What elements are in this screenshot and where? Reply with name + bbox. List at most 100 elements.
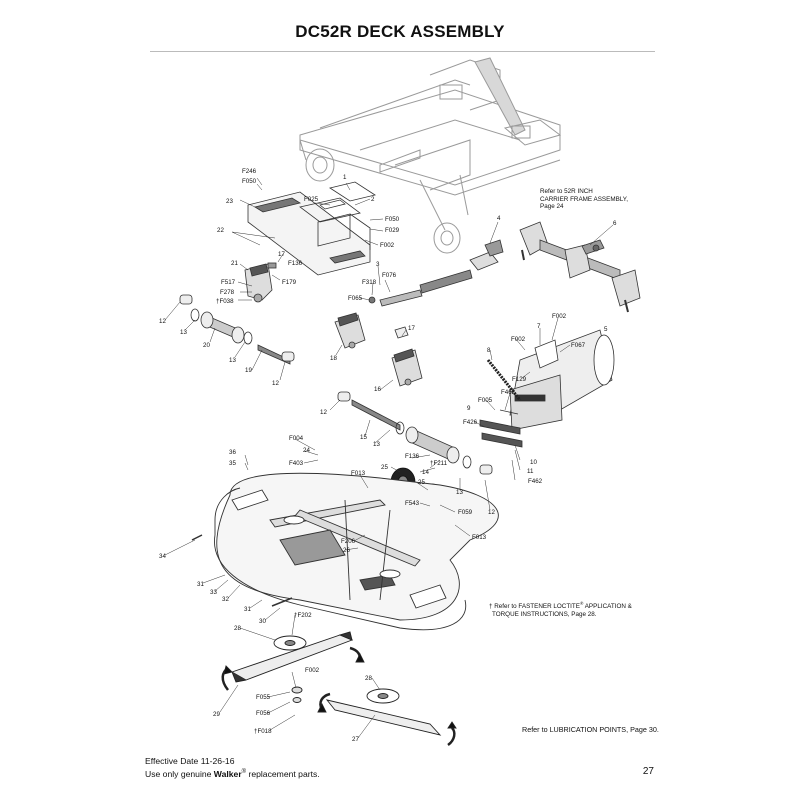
callout-f426: F426	[463, 419, 478, 426]
callout-35: 35	[229, 460, 236, 467]
deck-cover-drawing	[247, 181, 376, 276]
callout-f462: F462	[501, 389, 516, 396]
callout-13-c: 13	[373, 441, 380, 448]
genuine-prefix: Use only genuine	[145, 768, 214, 779]
callout-1: 1	[343, 174, 347, 181]
callout-33: 33	[210, 589, 217, 596]
carrier-ref-line-3: Page 24	[540, 203, 564, 211]
loctite-text-b: APPLICATION &	[583, 603, 632, 611]
callout-13: 13	[180, 329, 187, 336]
callout-f462-b: F462	[528, 478, 543, 485]
brand-name: Walker	[213, 768, 242, 779]
callout-f038: †F038	[216, 298, 234, 305]
page-title: DC52R DECK ASSEMBLY	[295, 22, 505, 41]
callout-f403: F403	[289, 460, 304, 467]
callout-f055: F055	[256, 694, 271, 701]
callout-31: 31	[197, 581, 204, 588]
deck-shell-drawing	[191, 472, 499, 631]
footer: Effective Date 11-26-16 Use only genuine…	[145, 756, 320, 780]
loctite-text-a: † Refer to FASTENER LOCTITE	[489, 603, 580, 611]
loctite-line-1: † Refer to FASTENER LOCTITE® APPLICATION…	[489, 600, 632, 611]
lubrication-reference-note: Refer to LUBRICATION POINTS, Page 30.	[522, 725, 659, 734]
callout-12-d: 12	[488, 509, 495, 516]
callout-29: 29	[213, 711, 220, 718]
callout-12: 12	[159, 318, 166, 325]
callout-f013: F013	[351, 470, 366, 477]
callout-f002-b: F002	[511, 336, 526, 343]
callout-4: 4	[497, 215, 501, 222]
callout-28-b: 28	[365, 675, 372, 682]
callout-25-b: 25	[418, 479, 425, 486]
callout-16: 16	[374, 386, 381, 393]
callout-32: 32	[222, 596, 229, 603]
callout-f002: F002	[380, 242, 395, 249]
callout-labels: F246 F050 1 23 F025 2 F050 F029 22 F002 …	[159, 168, 617, 743]
callout-f065: F065	[348, 295, 363, 302]
carrier-frame-drawing	[299, 57, 562, 254]
callout-14: 14	[422, 469, 429, 476]
carrier-ref-line-1: Refer to 52R INCH	[540, 188, 593, 195]
callout-f029: F029	[385, 227, 400, 234]
callout-34: 34	[159, 553, 166, 560]
callout-f278: F278	[220, 289, 235, 296]
callout-11: 11	[527, 468, 534, 475]
callout-f136-b: F136	[405, 453, 420, 460]
callout-f002-d: F002	[305, 667, 320, 674]
genuine-parts-notice: Use only genuine Walker® replacement par…	[145, 767, 320, 780]
center-gearbox-drawing	[334, 312, 423, 387]
callout-13-b: 13	[229, 357, 236, 364]
callout-21: 21	[231, 260, 238, 267]
carrier-ref-line-2: CARRIER FRAME ASSEMBLY,	[540, 195, 628, 203]
callout-f004: F004	[289, 435, 304, 442]
callout-f050: F050	[242, 178, 257, 185]
callout-17: 17	[278, 251, 285, 258]
callout-30: 30	[259, 618, 266, 625]
callout-3: 3	[376, 261, 380, 268]
callout-f136: F136	[288, 260, 303, 267]
callout-13-d: 13	[456, 489, 463, 496]
callout-f050-b: F050	[385, 216, 400, 223]
loctite-line-2: TORQUE INSTRUCTIONS, Page 28.	[492, 610, 597, 618]
callout-27: 27	[352, 736, 359, 743]
callout-f018: †F018	[254, 728, 272, 735]
right-gearbox-drawing	[519, 221, 641, 313]
callout-f076: F076	[382, 272, 397, 279]
genuine-suffix: replacement parts.	[246, 768, 320, 779]
callout-f005: F005	[478, 397, 493, 404]
callout-f002-c: F002	[552, 313, 567, 320]
drive-shaft-drawing	[368, 239, 504, 307]
callout-5: 5	[604, 326, 608, 333]
callout-f059: F059	[458, 509, 473, 516]
callout-23: 23	[226, 198, 233, 205]
callout-15: 15	[360, 434, 367, 441]
brand-registered-mark: ®	[241, 769, 247, 775]
left-gearbox-drawing	[179, 262, 295, 365]
leader-lines	[164, 177, 614, 739]
callout-10: 10	[530, 459, 537, 466]
callout-f179: F179	[282, 279, 297, 286]
callout-f543: F543	[405, 500, 420, 507]
callout-7: 7	[537, 323, 541, 330]
blade-drawing	[221, 631, 457, 747]
callout-f202: †F202	[294, 612, 312, 619]
callout-22: 22	[217, 227, 224, 234]
callout-f206: F206	[341, 538, 356, 545]
callout-f318: F318	[362, 279, 377, 286]
discharge-chute-drawing	[479, 329, 615, 448]
callout-12-c: 12	[320, 409, 327, 416]
callout-f517: F517	[221, 279, 236, 286]
callout-f056: F056	[256, 710, 271, 717]
callout-f067: F067	[571, 342, 586, 349]
callout-25: 25	[381, 464, 388, 471]
callout-8: 8	[487, 347, 491, 354]
center-shaft-drawing	[337, 391, 493, 475]
callout-17-b: 17	[408, 325, 415, 332]
callout-24: 24	[303, 447, 310, 454]
callout-f013-b: F013	[472, 534, 487, 541]
loctite-reference-note: † Refer to FASTENER LOCTITE® APPLICATION…	[489, 600, 632, 618]
callout-6: 6	[613, 220, 617, 227]
callout-28: 28	[234, 625, 241, 632]
callout-18: 18	[330, 355, 337, 362]
callout-9: 9	[467, 405, 471, 412]
